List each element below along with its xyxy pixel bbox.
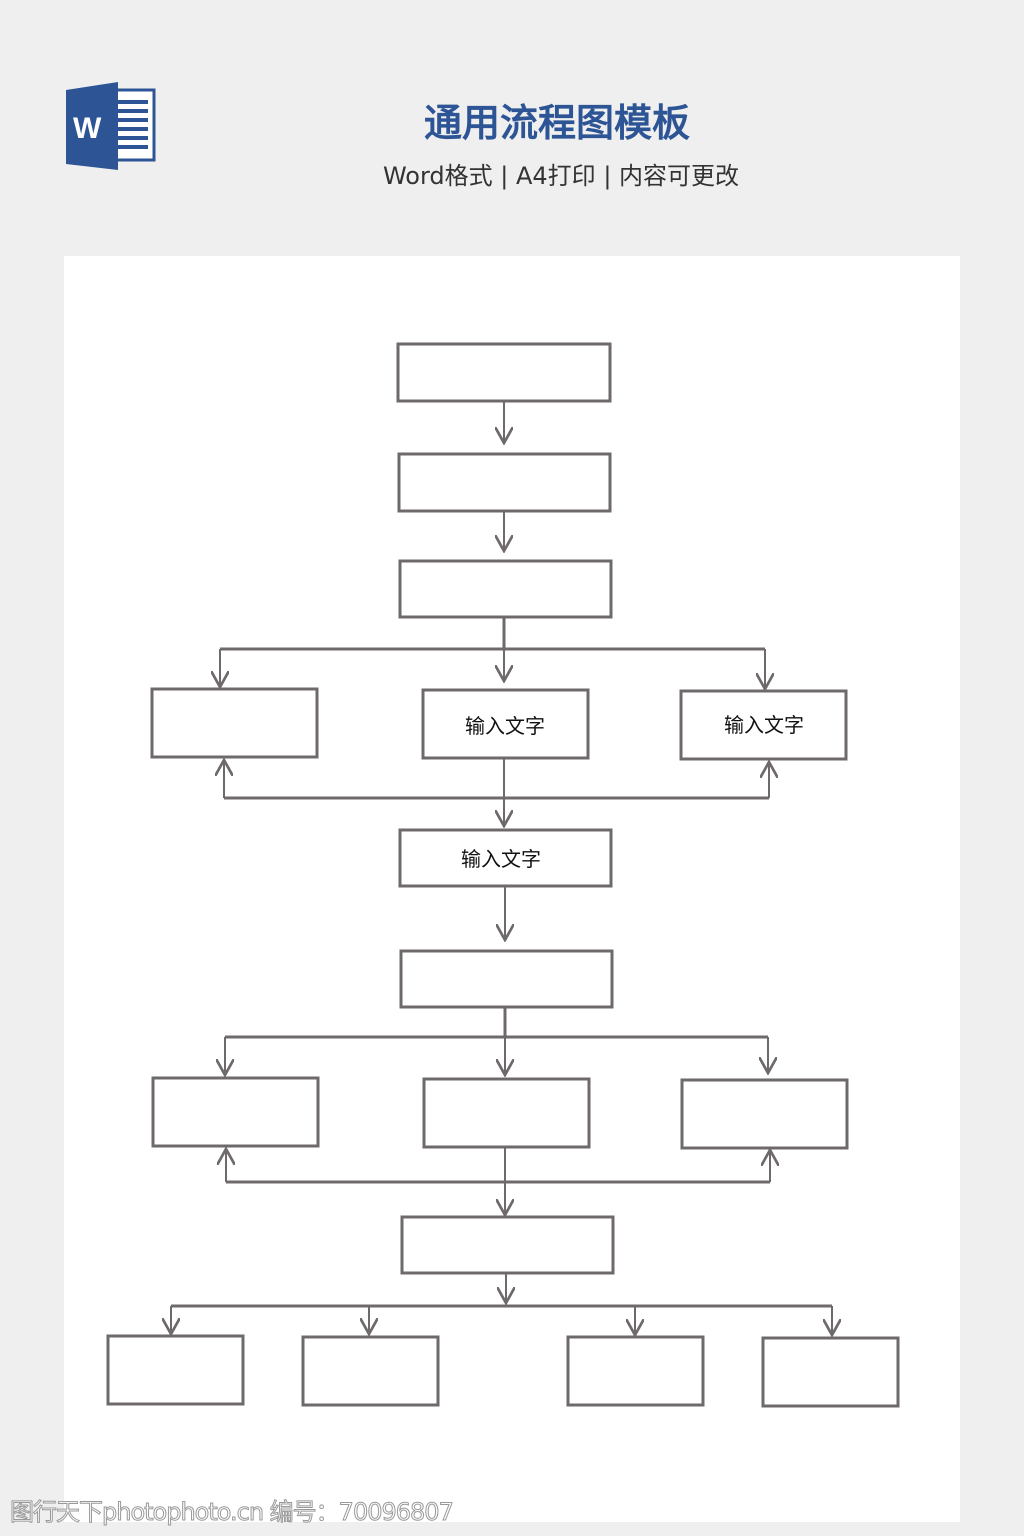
flow-box <box>400 1215 615 1275</box>
flow-box <box>398 559 613 619</box>
box-label: 输入文字 <box>461 847 541 871</box>
flow-box <box>106 1334 245 1406</box>
word-logo-icon: W <box>64 80 156 172</box>
flow-box <box>398 828 613 888</box>
flow-box <box>679 689 848 761</box>
page-subtitle: Word格式 | A4打印 | 内容可更改 <box>382 162 740 190</box>
page-title: 通用流程图模板 <box>423 101 690 145</box>
flow-box <box>151 1076 320 1148</box>
box-label: 输入文字 <box>465 714 545 738</box>
flow-box <box>150 687 319 759</box>
flow-box <box>421 688 590 760</box>
flow-box <box>680 1078 849 1150</box>
flow-box <box>566 1335 705 1407</box>
svg-text:W: W <box>73 112 102 145</box>
flow-box <box>399 949 614 1009</box>
watermark: 图行天下photophoto.cn 编号：70096807 <box>10 1498 455 1527</box>
flow-box <box>397 452 612 513</box>
flow-box <box>301 1335 440 1407</box>
flow-box <box>761 1336 900 1408</box>
flow-box <box>396 342 612 403</box>
flow-box <box>422 1077 591 1149</box>
box-label: 输入文字 <box>724 713 804 737</box>
